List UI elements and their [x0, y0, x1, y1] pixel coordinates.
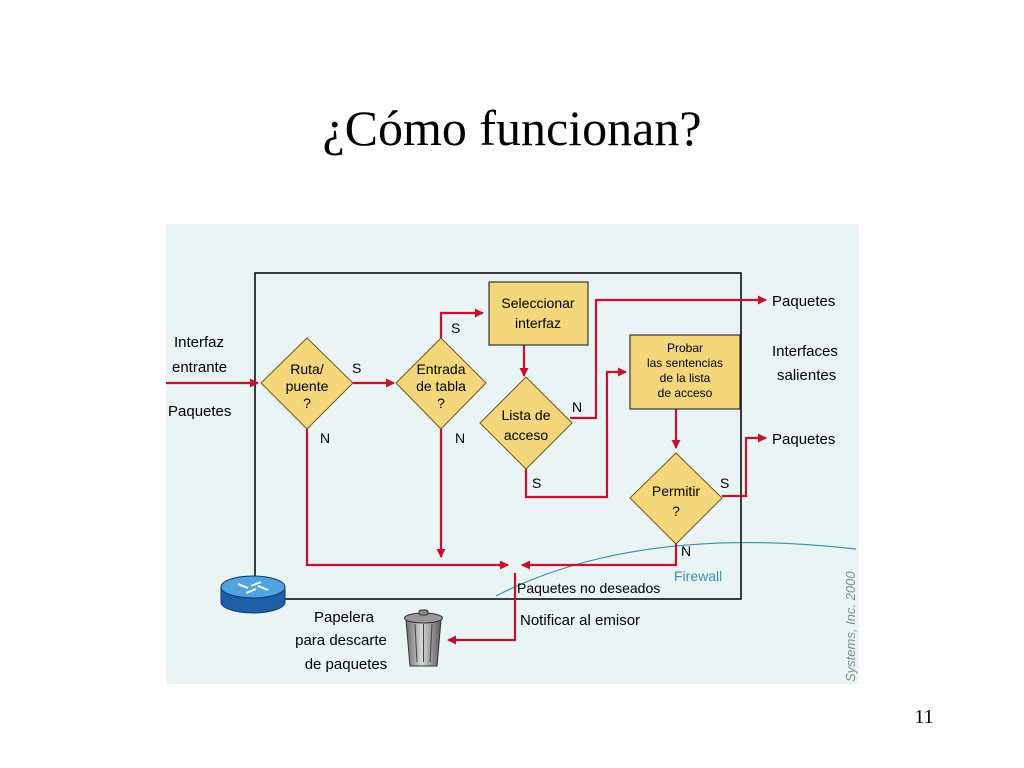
notify-sender-label: Notificar al emisor [520, 612, 640, 629]
diagram-canvas: Ruta/ puente ? Entrada de tabla ? Selecc… [166, 224, 859, 684]
trash-label-line-2: para descarte [295, 632, 387, 649]
input-label-line-1: Interfaz [174, 334, 224, 351]
node-acl-line-1: Lista de [501, 407, 550, 423]
trash-label-line-3: de paquetes [305, 656, 388, 673]
node-table-line-3: ? [437, 395, 445, 411]
node-test-line-3: de la lista [660, 371, 711, 385]
arrow-permit-yes [722, 433, 767, 498]
process-test-statements [629, 334, 741, 410]
firewall-label: Firewall [674, 568, 722, 584]
label-table-no: N [455, 430, 465, 446]
output-label-top: Paquetes [772, 293, 835, 310]
arrow-acl-no [570, 295, 767, 420]
arrow-route-no [305, 429, 509, 570]
label-route-yes: S [352, 360, 361, 376]
label-permit-no: N [681, 543, 691, 559]
arrow-permit-no [521, 542, 678, 570]
node-table-line-2: de tabla [416, 378, 466, 394]
unwanted-packets-label: Paquetes no deseados [517, 580, 660, 596]
slide-title: ¿Cómo funcionan? [322, 100, 702, 156]
node-route-line-3: ? [303, 395, 311, 411]
decision-acl [479, 376, 573, 470]
arrow-to-trash [447, 573, 517, 645]
copyright-text: Systems, Inc. 2000 [843, 571, 858, 682]
node-select-line-2: interfaz [515, 315, 561, 331]
node-test-line-4: de acceso [658, 386, 713, 400]
node-permit-line-1: Permitir [652, 483, 701, 499]
page-number: 11 [914, 706, 934, 728]
router-icon [220, 575, 286, 614]
firewall-arc [495, 541, 857, 597]
node-test-line-1: Probar [667, 341, 703, 355]
label-acl-yes: S [532, 475, 541, 491]
trash-label-line-1: Papelera [314, 609, 375, 626]
process-select-interface [488, 281, 589, 346]
output-label-interfaces: Interfaces [772, 343, 838, 360]
node-permit-line-2: ? [672, 503, 680, 519]
label-acl-no: N [572, 399, 582, 415]
input-label-line-2: entrante [172, 359, 227, 376]
arrow-acl-yes [524, 367, 627, 499]
decision-table [395, 337, 487, 430]
node-acl-line-2: acceso [504, 427, 549, 443]
label-table-yes: S [451, 320, 460, 336]
output-label-bottom: Paquetes [772, 431, 835, 448]
flow-arrows [166, 295, 767, 645]
router-boundary [254, 272, 742, 600]
node-route-line-1: Ruta/ [290, 361, 324, 377]
node-test-line-2: las sentencias [647, 356, 723, 370]
decision-route [260, 337, 354, 430]
trash-can-icon [404, 609, 443, 667]
node-route-line-2: puente [286, 378, 329, 394]
node-table-line-1: Entrada [416, 361, 465, 377]
output-label-outgoing: salientes [777, 367, 836, 384]
decision-permit [629, 452, 723, 545]
input-label-packets: Paquetes [168, 403, 231, 420]
arrow-table-yes [439, 308, 484, 338]
firewall-flow-diagram: Ruta/ puente ? Entrada de tabla ? Selecc… [166, 224, 859, 684]
label-permit-yes: S [720, 475, 729, 491]
node-select-line-1: Seleccionar [501, 295, 574, 311]
label-route-no: N [320, 430, 330, 446]
